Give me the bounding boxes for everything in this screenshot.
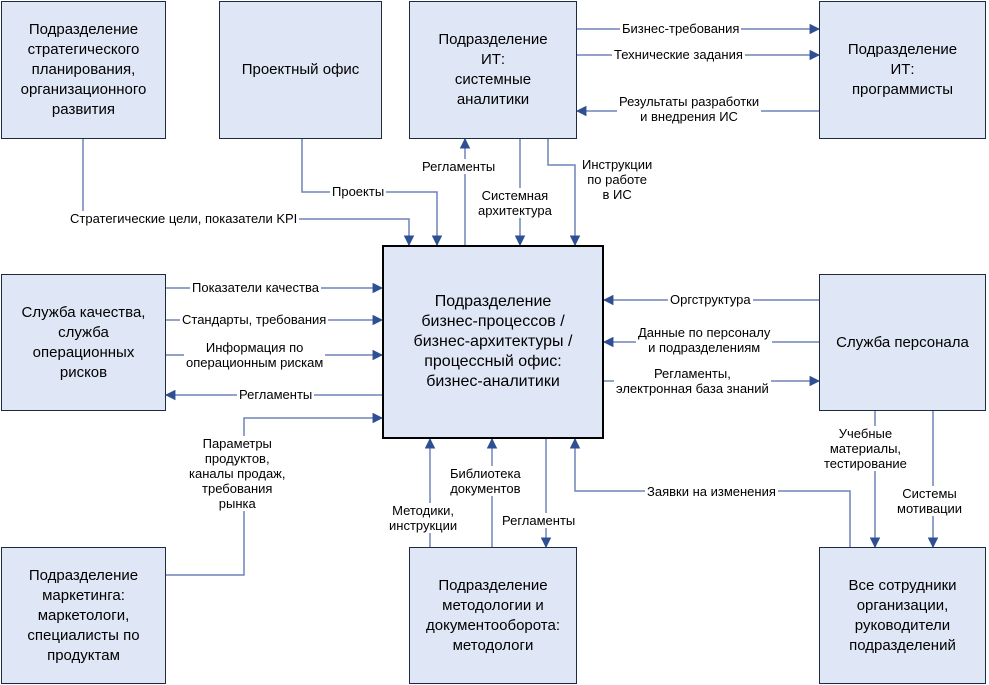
node-all-staff: Все сотрудники организации, руководители… xyxy=(819,547,986,684)
node-strategy: Подразделение стратегического планирован… xyxy=(1,1,166,139)
edge-is-instructions xyxy=(547,139,581,247)
label-regulations-quality: Регламенты xyxy=(237,387,315,402)
node-project-office: Проектный офис xyxy=(219,1,382,139)
label-tech-specs: Технические задания xyxy=(612,47,745,62)
label-sys-arch: Системная архитектура xyxy=(476,188,554,218)
label-change-requests: Заявки на изменения xyxy=(645,484,778,499)
label-projects: Проекты xyxy=(330,184,387,199)
label-risk-info: Информация по операционным рискам xyxy=(184,340,326,370)
label-standards: Стандарты, требования xyxy=(180,312,329,327)
label-dev-results: Результаты разработки и внедрения ИС xyxy=(617,94,762,124)
label-regulations-it: Регламенты xyxy=(420,159,498,174)
node-hr: Служба персонала xyxy=(819,274,986,411)
label-strategic-goals: Стратегические цели, показатели KPI xyxy=(68,211,300,226)
label-org-structure: Оргструктура xyxy=(668,292,753,307)
label-methods: Методики, инструкции xyxy=(387,503,460,533)
node-it-programmers: Подразделение ИТ: программисты xyxy=(819,1,986,139)
label-doc-library: Библиотека документов xyxy=(448,466,523,496)
label-is-instructions: Инструкции по работе в ИС xyxy=(580,157,655,202)
node-methodology: Подразделение методологии и документообо… xyxy=(409,547,577,684)
node-business-process-office: Подразделение бизнес-процессов / бизнес-… xyxy=(382,245,604,439)
label-motivation: Системы мотивации xyxy=(895,486,965,516)
label-personnel-data: Данные по персоналу и подразделениям xyxy=(636,325,773,355)
label-biz-requirements: Бизнес-требования xyxy=(620,21,742,36)
label-quality-kpi: Показатели качества xyxy=(190,280,321,295)
node-it-analysts: Подразделение ИТ: системные аналитики xyxy=(409,1,577,139)
label-regulations-method: Регламенты xyxy=(500,513,578,528)
label-product-params: Параметры продуктов, каналы продаж, треб… xyxy=(187,436,288,511)
node-marketing: Подразделение маркетинга: маркетологи, с… xyxy=(1,547,166,684)
node-quality-risk: Служба качества, служба операционных рис… xyxy=(1,274,166,411)
label-training: Учебные материалы, тестирование xyxy=(822,426,909,471)
label-regulations-kb: Регламенты, электронная база знаний xyxy=(614,366,771,396)
